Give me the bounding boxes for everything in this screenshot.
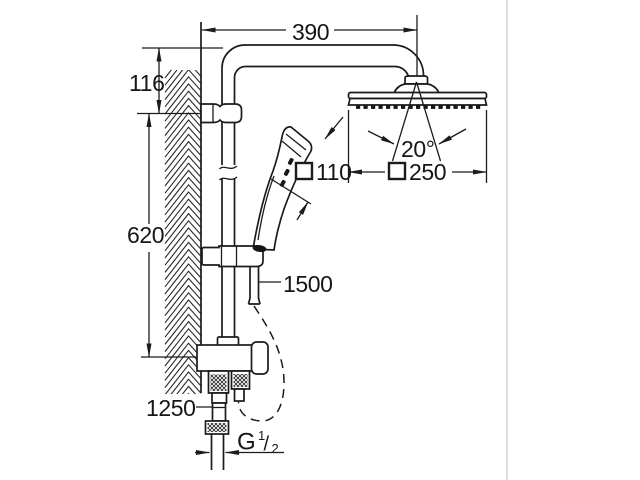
swivel-line-right bbox=[415, 81, 442, 162]
head-shower-flange bbox=[404, 75, 429, 85]
hand-size-dimension: 110 bbox=[270, 116, 352, 221]
thread-numerator: 1 bbox=[258, 428, 265, 443]
swivel-angle-annotation: 20° bbox=[367, 81, 467, 162]
head-shower bbox=[347, 75, 488, 109]
swivel-angle-label: 20° bbox=[401, 136, 435, 162]
dim-620-label: 620 bbox=[127, 222, 164, 248]
inlet-length-annotation: 1250 bbox=[146, 395, 213, 421]
hand-shower bbox=[251, 126, 313, 251]
bottom-valve-assembly bbox=[196, 336, 269, 470]
thread-letter: G bbox=[237, 429, 255, 456]
square-symbol bbox=[387, 161, 407, 181]
hand-shower-nozzle bbox=[287, 157, 294, 165]
dim-1500-label: 1500 bbox=[283, 271, 333, 297]
image-edge-line bbox=[506, 0, 508, 480]
thread-annotation: G 1 / 2 bbox=[195, 428, 284, 456]
dim-1250-label: 1250 bbox=[146, 395, 196, 421]
hand-shower-handle-line bbox=[257, 175, 275, 241]
left-dimensions: 116 620 bbox=[127, 47, 223, 358]
valve-end-cap bbox=[250, 341, 269, 375]
top-dimension: 390 bbox=[201, 15, 418, 80]
hose-tail bbox=[233, 388, 245, 402]
square-symbol bbox=[294, 161, 314, 181]
inlet-pipe bbox=[210, 434, 225, 470]
thread-denominator: 2 bbox=[272, 441, 279, 456]
thread-slash: / bbox=[264, 434, 270, 456]
shower-arm-outer-edge bbox=[221, 44, 425, 345]
head-shower-plate-top bbox=[347, 91, 488, 100]
wall-bracket-top bbox=[200, 103, 243, 124]
dim-390-label: 390 bbox=[292, 19, 329, 45]
inlet-hose bbox=[211, 402, 227, 422]
dim-250-label: 250 bbox=[409, 159, 446, 185]
hand-shower-nozzle bbox=[283, 168, 290, 176]
valve-body bbox=[196, 344, 255, 372]
pipe-break-symbol bbox=[219, 165, 238, 181]
hand-shower-holder bbox=[201, 244, 267, 268]
head-shower-plate-body bbox=[347, 97, 488, 106]
hand-shower-face-line bbox=[285, 133, 307, 151]
wall-hatch bbox=[164, 70, 202, 394]
shower-hose-loop bbox=[237, 305, 285, 422]
shower-hose-upper bbox=[247, 266, 261, 305]
hand-shower-body bbox=[251, 126, 313, 251]
shower-arm-inner-edge bbox=[233, 65, 410, 338]
dim-116-label: 116 bbox=[129, 70, 164, 96]
shower-rail-and-arm bbox=[221, 44, 425, 345]
hose-length-annotation: 1500 bbox=[259, 271, 333, 297]
head-shower-nozzles bbox=[356, 105, 481, 109]
head-size-dimension: 250 bbox=[347, 110, 488, 185]
dim-110-label: 110 bbox=[316, 159, 351, 185]
holder-socket-shadow bbox=[252, 244, 267, 253]
swivel-line-left bbox=[391, 81, 418, 162]
